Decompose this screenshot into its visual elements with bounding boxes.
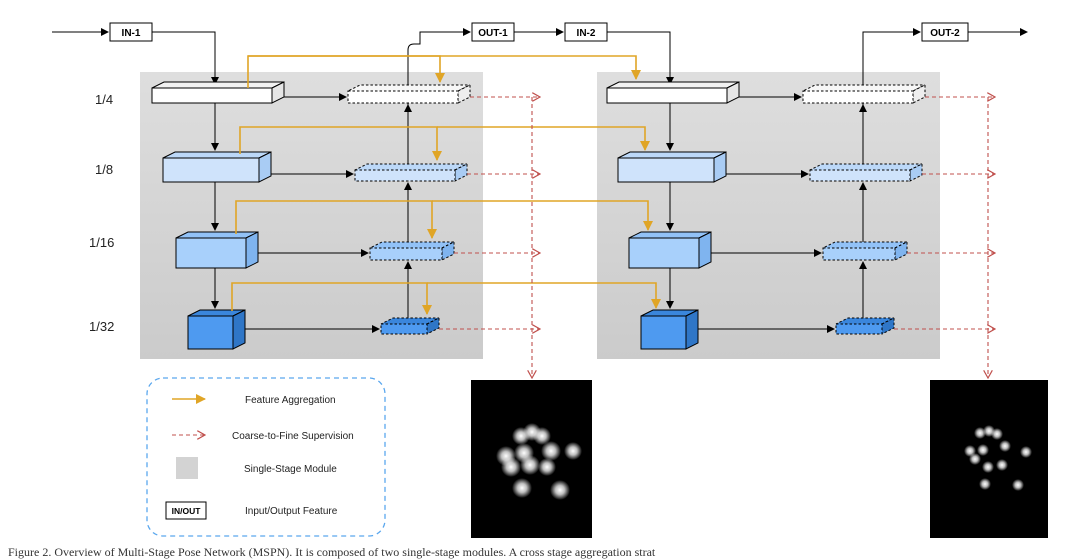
svg-text:Coarse-to-Fine Supervision: Coarse-to-Fine Supervision [232,431,354,442]
block-s2-dec-1-4 [802,84,926,104]
backbone-arrows [211,93,867,333]
block-s1-enc-1-16 [175,231,259,269]
stage-2-encoder [606,81,740,350]
block-s2-dec-1-8 [809,163,923,182]
block-s2-dec-1-32 [835,317,895,335]
svg-text:OUT-2: OUT-2 [930,28,960,39]
stage-1-decoder [347,84,471,335]
scale-label-1-16: 1/16 [89,235,114,250]
figure-caption: Figure 2. Overview of Multi-Stage Pose N… [8,545,656,559]
svg-text:IN/OUT: IN/OUT [172,506,202,516]
mspn-diagram: 1/4 1/8 1/16 1/32 IN-1 OUT-1 IN-2 OUT-2 [52,22,1048,538]
svg-text:IN-2: IN-2 [577,28,596,39]
scale-label-1-4: 1/4 [95,92,113,107]
stage-2-decoder [802,84,926,335]
supervision-arrows [439,97,995,378]
block-s1-enc-1-32 [187,309,246,350]
legend-item-io-feature: IN/OUT Input/Output Feature [165,501,338,520]
stage-1-encoder [151,81,285,350]
svg-text:Input/Output Feature: Input/Output Feature [245,506,338,517]
legend-item-feature-aggregation: Feature Aggregation [172,394,336,406]
svg-text:Feature Aggregation: Feature Aggregation [245,395,336,406]
out-1-box: OUT-1 [471,22,515,42]
feature-aggregation-arrows [231,55,661,315]
block-s1-dec-1-32 [380,317,440,335]
heatmap-stage-2 [930,380,1048,538]
block-s2-enc-1-16 [628,231,712,269]
block-s2-enc-1-8 [617,151,727,183]
svg-text:IN-1: IN-1 [122,28,141,39]
out-2-box: OUT-2 [921,22,969,42]
block-s1-dec-1-8 [354,163,468,182]
block-s1-dec-1-16 [369,241,455,261]
io-flow-arrows [52,28,1028,110]
block-s1-enc-1-8 [162,151,272,183]
scale-label-1-8: 1/8 [95,162,113,177]
block-s1-dec-1-4 [347,84,471,104]
legend-frame [146,377,386,537]
svg-text:Single-Stage Module: Single-Stage Module [244,464,337,475]
in-2-box: IN-2 [564,22,608,42]
block-s2-enc-1-32 [640,309,699,350]
in-1-box: IN-1 [109,22,153,42]
legend-item-single-stage: Single-Stage Module [176,457,337,479]
block-s2-enc-1-4 [606,81,740,104]
block-s1-enc-1-4 [151,81,285,104]
block-s2-dec-1-16 [822,241,908,261]
legend: Feature Aggregation Coarse-to-Fine Super… [146,377,386,537]
scale-label-1-32: 1/32 [89,319,114,334]
svg-text:OUT-1: OUT-1 [478,28,508,39]
heatmap-stage-1 [471,380,592,538]
legend-item-supervision: Coarse-to-Fine Supervision [172,431,354,442]
